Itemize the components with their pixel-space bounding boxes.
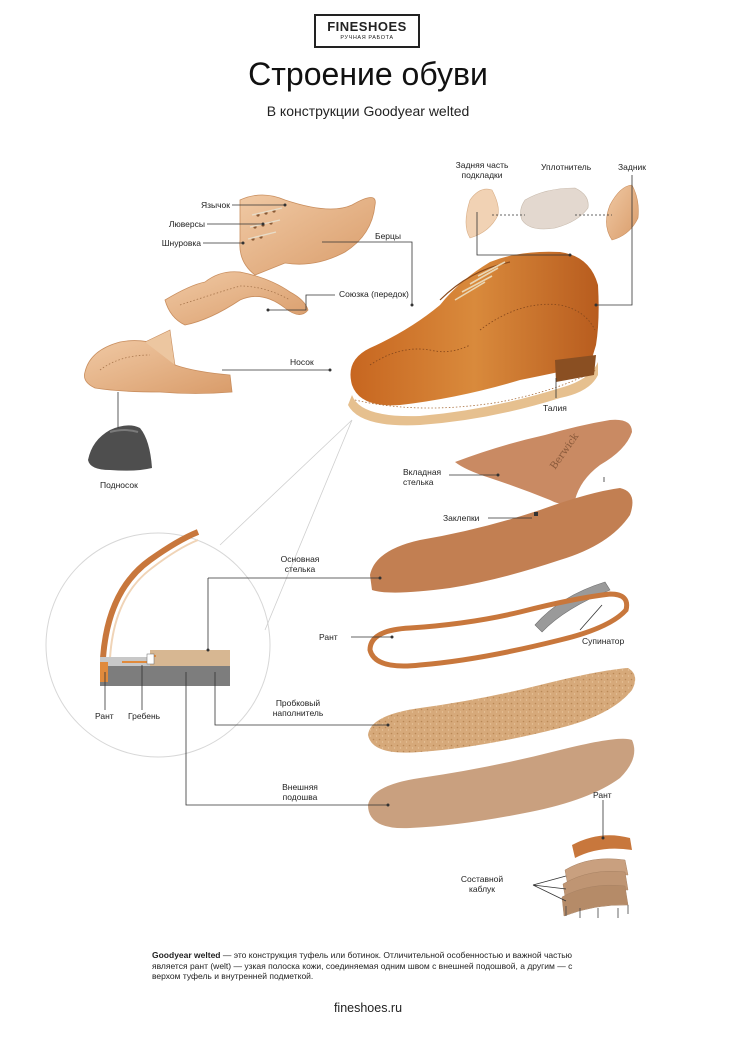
outsole-piece [368, 738, 635, 829]
description-text: — это конструкция туфель или ботинок. От… [152, 950, 573, 981]
back-lining-piece [465, 188, 499, 239]
label-welt: Рант [319, 632, 338, 642]
brand-tagline: РУЧНАЯ РАБОТА [340, 35, 394, 41]
tongue-eyelet-piece [239, 194, 376, 276]
description: Goodyear welted — это конструкция туфель… [152, 950, 592, 982]
cork-filler-piece [368, 668, 636, 753]
oxford-shoe [348, 251, 599, 426]
vamp-side-piece [164, 271, 309, 326]
leader-dots [206, 203, 605, 840]
label-heel-welt: Рант [593, 790, 612, 800]
label-eyelets: Люверсы [168, 219, 205, 229]
insole-piece [370, 488, 633, 593]
rivet [534, 512, 538, 516]
footer-link[interactable]: fineshoes.ru [333, 1001, 403, 1015]
leader-lines [104, 175, 633, 902]
label-quarters: Берцы [375, 231, 402, 241]
toe-puff-piece [88, 425, 152, 471]
label-cross-welt: Рант [95, 711, 114, 721]
welt-strip [367, 591, 630, 669]
page-subtitle: В конструкции Goodyear welted [266, 103, 470, 119]
label-cross-rib: Гребень [128, 711, 161, 721]
sock-liner-piece: Berwick [455, 419, 632, 504]
description-term: Goodyear welted [152, 950, 221, 960]
label-heel-counter: Задник [618, 162, 646, 172]
cross-section-circle [45, 529, 271, 758]
stacked-heel-piece [561, 835, 632, 918]
label-toe: Носок [290, 357, 314, 367]
label-shank: Супинатор [582, 636, 625, 646]
stiffener-piece [520, 187, 589, 230]
label-vamp: Союзка (передок) [339, 289, 409, 299]
label-lacing: Шнуровка [161, 238, 201, 248]
label-tongue: Язычок [200, 200, 230, 210]
page-title: Строение обуви [248, 56, 488, 92]
label-toe-puff: Подносок [100, 480, 138, 490]
zoom-connector [219, 419, 353, 631]
toe-cap-piece [84, 329, 233, 394]
heel-counter-piece [606, 184, 639, 241]
label-stiffener: Уплотнитель [541, 162, 592, 172]
label-rivets: Заклепки [443, 513, 480, 523]
brand-name: FINESHOES [327, 19, 407, 34]
label-waist: Талия [543, 403, 567, 413]
brand-logo: FINESHOES РУЧНАЯ РАБОТА [314, 14, 420, 48]
